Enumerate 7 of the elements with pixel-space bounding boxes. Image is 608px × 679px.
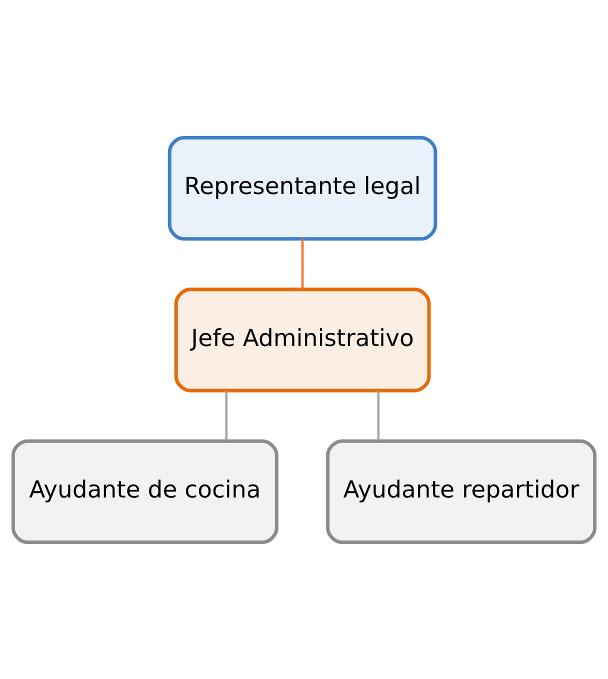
node-box: Jefe Administrativo bbox=[174, 287, 431, 392]
connector bbox=[225, 390, 228, 440]
connector bbox=[377, 390, 380, 440]
node-box: Representante legal bbox=[168, 135, 438, 240]
node-box: Ayudante repartidor bbox=[326, 438, 597, 544]
node-box: Ayudante de cocina bbox=[11, 438, 278, 544]
connector bbox=[301, 238, 304, 288]
